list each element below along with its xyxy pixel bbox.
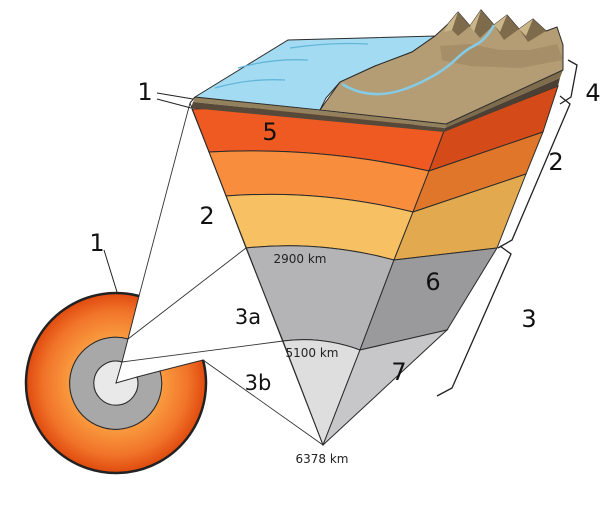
connector-core-mantle-boundary <box>127 247 247 340</box>
inset-inner-core <box>93 360 139 406</box>
label-depth-5100: 5100 km <box>286 346 339 360</box>
label-bracket-crust: 4 <box>585 79 600 107</box>
label-crust-top: 1 <box>137 78 152 106</box>
soil-strip-front <box>193 97 446 128</box>
label-bracket-core: 3 <box>521 305 536 333</box>
wedge-outline <box>189 96 324 446</box>
wave-line <box>289 42 369 49</box>
wedge-corner-edge <box>189 96 196 104</box>
brackets <box>436 59 578 397</box>
connector-lines <box>121 102 324 446</box>
wedge-left-edge <box>189 102 324 446</box>
label-mantle-section: 2 <box>199 202 214 230</box>
mountain-light-facet <box>444 12 458 32</box>
river <box>341 24 496 96</box>
band-inner-core-side <box>322 329 449 446</box>
globe-inset <box>24 291 208 475</box>
label-bracket-mantle: 2 <box>548 148 563 176</box>
foothill-shading <box>440 44 563 68</box>
inset-crust-outline <box>24 291 208 475</box>
labels: 1 1 2 3a 3b 5 6 7 4 2 3 2900 km 5100 km … <box>89 78 600 466</box>
crust-strip-front <box>191 102 445 132</box>
connector-inner-core-boundary <box>121 340 284 363</box>
bracket-mantle <box>497 95 571 249</box>
mountain-shadow-facet <box>470 10 494 38</box>
soil-strip-side <box>445 70 563 128</box>
label-asthenosphere: 5 <box>262 118 277 146</box>
leader-crust-top-b <box>156 98 192 109</box>
wedge-right-face <box>322 85 559 446</box>
label-crust-globe: 1 <box>89 229 104 257</box>
wave-line <box>214 79 286 89</box>
leader-crust-globe <box>103 249 118 293</box>
crust-strip-side <box>444 78 560 132</box>
mountain-light-facet <box>494 15 507 32</box>
mountain-light-facet <box>519 19 533 36</box>
wave-line <box>237 59 309 69</box>
label-inner-core-section: 3b <box>245 371 272 395</box>
crust-strips <box>191 70 563 132</box>
label-outer-core-section: 3a <box>235 305 261 329</box>
leader-crust-top-a <box>156 92 194 100</box>
mountain-light-facet <box>470 10 481 32</box>
bracket-core <box>436 245 512 397</box>
connector-center <box>202 359 324 446</box>
label-depth-2900: 2900 km <box>274 252 327 266</box>
label-depth-6378: 6378 km <box>296 452 349 466</box>
label-inner-core-band: 7 <box>391 358 406 386</box>
label-outer-core-band: 6 <box>425 268 440 296</box>
mountain-shadow-facet <box>448 12 470 36</box>
connector-surface <box>138 102 191 297</box>
leader-lines <box>103 92 194 293</box>
top-surface <box>193 9 564 125</box>
